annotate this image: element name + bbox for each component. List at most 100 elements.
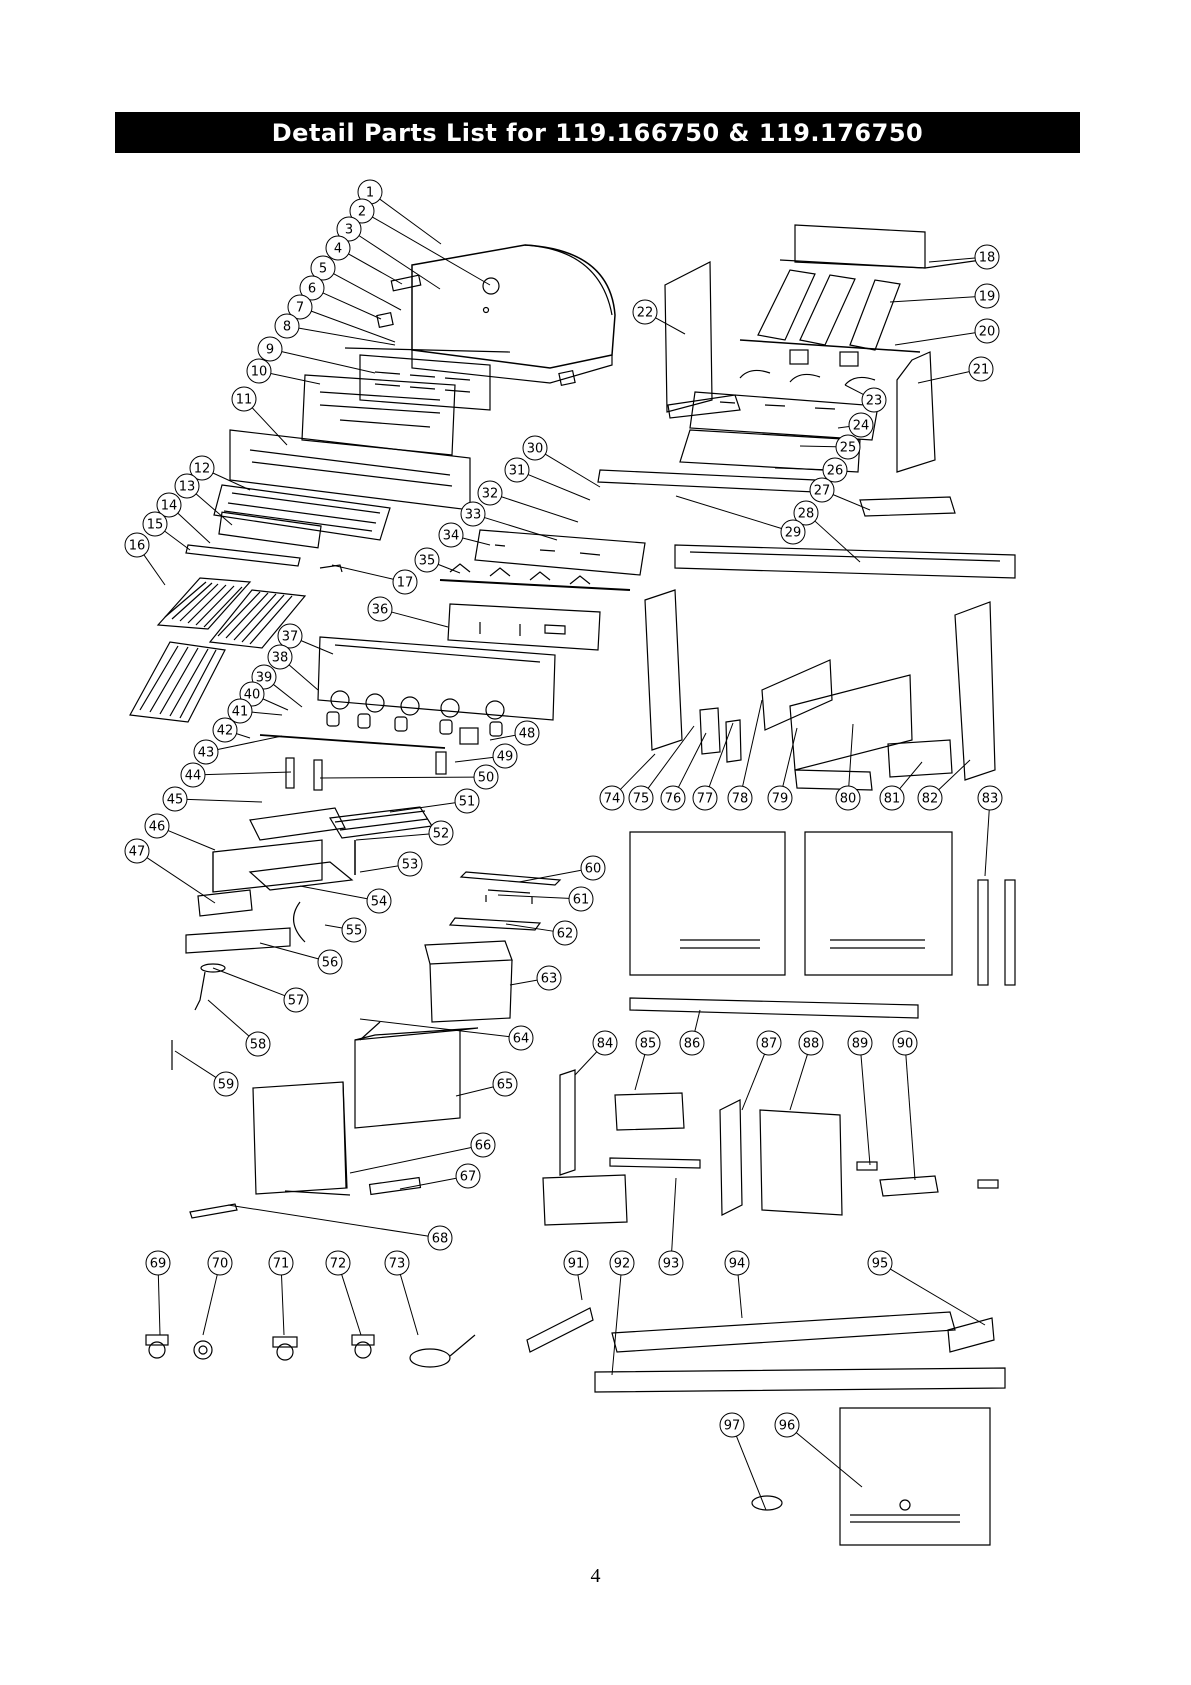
cooking-grates — [129, 577, 307, 723]
callout-number: 7 — [296, 301, 304, 316]
callout-number: 64 — [513, 1032, 530, 1047]
callout-26: 26 — [774, 457, 848, 483]
callout-72: 72 — [325, 1250, 362, 1336]
callout-number: 91 — [568, 1257, 585, 1272]
callout-circle — [592, 1030, 618, 1056]
callout-leader-line — [217, 735, 283, 751]
page-title: Detail Parts List for 119.166750 & 119.1… — [115, 112, 1080, 153]
callout-leader-line — [814, 520, 861, 563]
callout-number: 23 — [866, 394, 883, 409]
callout-leader-line — [355, 833, 430, 841]
callout-circle — [847, 1030, 873, 1056]
callout-leader-line — [281, 1274, 285, 1336]
callout-number: 69 — [150, 1257, 167, 1272]
callout-number: 66 — [475, 1139, 492, 1154]
callout-number: 85 — [640, 1037, 657, 1052]
callout-57: 57 — [212, 967, 309, 1013]
callout-number: 21 — [973, 363, 990, 378]
callout-circle — [504, 457, 530, 483]
callout-number: 5 — [319, 262, 327, 277]
callout-69: 69 — [145, 1250, 171, 1336]
callout-30: 30 — [522, 435, 601, 488]
callout-70: 70 — [202, 1250, 233, 1336]
callout-circle — [473, 764, 499, 790]
callout-circle — [477, 480, 503, 506]
callout-leader-line — [389, 802, 456, 813]
callout-number: 88 — [803, 1037, 820, 1052]
callout-number: 48 — [519, 727, 536, 742]
callout-number: 75 — [633, 792, 650, 807]
callout-19: 19 — [889, 283, 1000, 309]
callout-leader-line — [677, 732, 707, 788]
callout-46: 46 — [144, 813, 216, 851]
callout-circle — [384, 1250, 410, 1276]
callout-leader-line — [917, 371, 970, 384]
callout-leader-line — [281, 351, 376, 374]
callout-83: 83 — [977, 785, 1003, 877]
callout-circle — [257, 336, 283, 362]
callout-number: 62 — [557, 927, 574, 942]
callout-number: 95 — [872, 1257, 889, 1272]
callout-number: 79 — [772, 792, 789, 807]
callout-circle — [536, 965, 562, 991]
callout-43: 43 — [193, 735, 283, 765]
callout-circle — [336, 216, 362, 242]
callout-93: 93 — [658, 1177, 684, 1276]
callout-58: 58 — [207, 999, 271, 1057]
callout-leader-line — [928, 257, 976, 263]
callout-number: 38 — [272, 651, 289, 666]
page-title-text: Detail Parts List for 119.166750 & 119.1… — [271, 118, 924, 147]
callout-leader-line — [167, 830, 216, 851]
callout-number: 67 — [460, 1170, 477, 1185]
callout-50: 50 — [319, 764, 499, 790]
callout-12: 12 — [189, 455, 251, 491]
callout-leader-line — [984, 809, 990, 877]
callout-number: 1 — [366, 186, 374, 201]
callout-number: 28 — [798, 507, 815, 522]
callout-leader-line — [889, 296, 976, 303]
callout-77: 77 — [692, 722, 734, 811]
bin-and-cabinet — [189, 871, 562, 1219]
callout-number: 25 — [840, 441, 857, 456]
callout-circle — [366, 888, 392, 914]
callout-circle — [609, 1250, 635, 1276]
callout-number: 74 — [604, 792, 621, 807]
callout-number: 34 — [443, 529, 460, 544]
callout-circle — [867, 1250, 893, 1276]
callout-circle — [492, 1071, 518, 1097]
callout-leader-line — [620, 753, 656, 790]
callout-leader-line — [331, 564, 394, 580]
callout-number: 90 — [897, 1037, 914, 1052]
callout-95: 95 — [867, 1250, 986, 1326]
callout-circle — [287, 294, 313, 320]
callout-number: 32 — [482, 487, 499, 502]
callout-leader-line — [774, 467, 824, 471]
callout-number: 80 — [840, 792, 857, 807]
callout-number: 71 — [273, 1257, 290, 1272]
callout-leader-line — [671, 1177, 677, 1252]
callout-number: 44 — [185, 769, 202, 784]
callout-circle — [325, 235, 351, 261]
callout-number: 97 — [724, 1419, 741, 1434]
callout-circle — [212, 717, 238, 743]
callout-circle — [124, 532, 150, 558]
callout-number: 4 — [334, 242, 342, 257]
callout-44: 44 — [180, 762, 292, 788]
callout-leader-line — [484, 517, 558, 541]
callout-number: 83 — [982, 792, 999, 807]
callout-circle — [917, 785, 943, 811]
callout-leader-line — [251, 711, 283, 716]
callout-leader-line — [359, 865, 399, 873]
callout-number: 2 — [358, 205, 366, 220]
callout-33: 33 — [460, 501, 558, 541]
callout-number: 89 — [852, 1037, 869, 1052]
callout-29: 29 — [675, 495, 806, 545]
callout-leader-line — [497, 894, 570, 899]
callout-number: 84 — [597, 1037, 614, 1052]
callout-number: 46 — [149, 820, 166, 835]
callout-circle — [174, 473, 200, 499]
callout-52: 52 — [355, 820, 454, 846]
callout-73: 73 — [384, 1250, 419, 1336]
callout-circle — [660, 785, 686, 811]
callout-circle — [835, 785, 861, 811]
